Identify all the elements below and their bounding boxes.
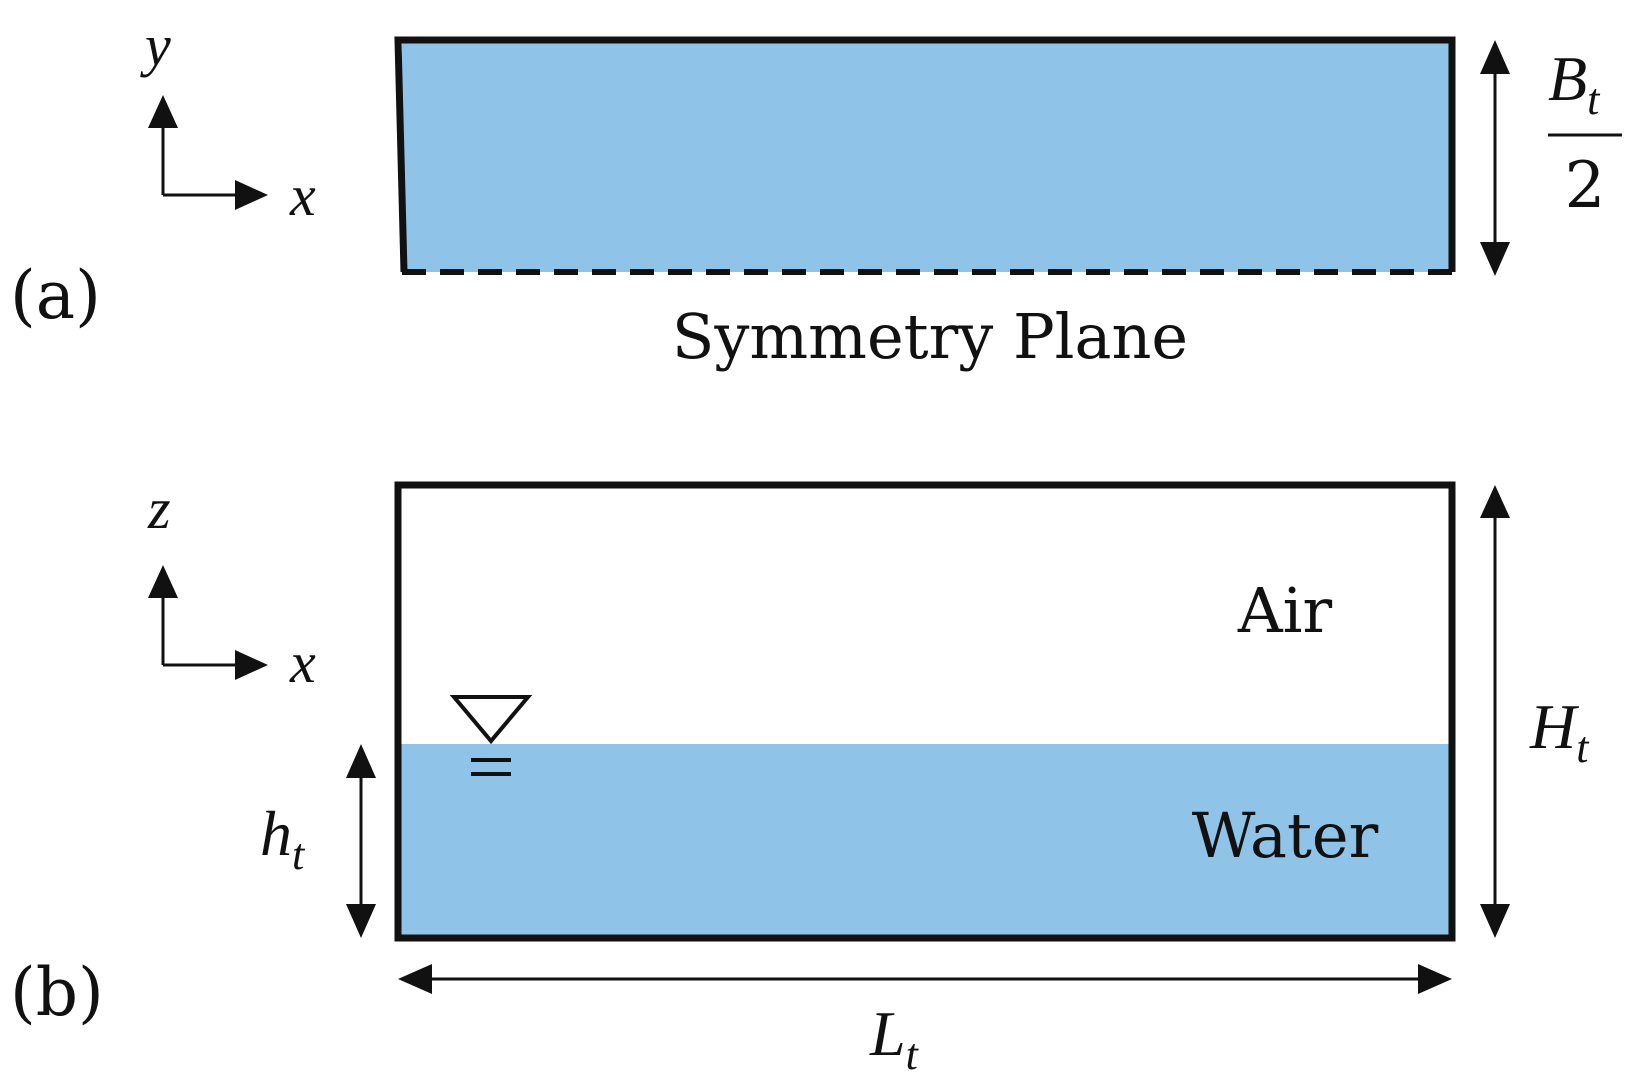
arrow-up-icon bbox=[1480, 40, 1510, 74]
arrow-down-icon bbox=[1480, 242, 1510, 276]
axis-glyph-xy: y x bbox=[140, 13, 316, 228]
arrow-up-icon bbox=[1480, 485, 1510, 518]
arrow-up-icon bbox=[346, 744, 376, 778]
arrow-up-icon bbox=[148, 95, 178, 128]
arrow-right-icon bbox=[235, 180, 268, 210]
height-dim-label: Ht bbox=[1529, 691, 1590, 772]
arrow-left-icon bbox=[398, 964, 432, 994]
free-surface-symbol bbox=[449, 695, 533, 776]
depth-subscript: t bbox=[292, 830, 306, 879]
tank-plan-outline bbox=[394, 36, 1456, 273]
length-dim-label: Lt bbox=[869, 998, 920, 1079]
length-symbol: L bbox=[869, 998, 906, 1069]
air-label: Air bbox=[1237, 574, 1333, 647]
arrow-right-icon bbox=[235, 650, 268, 680]
axis-z-label: z bbox=[147, 476, 171, 541]
tank-side-outline bbox=[394, 481, 1456, 942]
panel-a: y x Symmetry Plane Bt 2 (a) bbox=[10, 13, 1622, 373]
axis-x-label: x bbox=[289, 163, 316, 228]
symmetry-plane-label: Symmetry Plane bbox=[672, 300, 1188, 373]
arrow-down-icon bbox=[1480, 904, 1510, 938]
arrow-down-icon bbox=[346, 904, 376, 938]
axis-x-label: x bbox=[289, 630, 316, 695]
width-dim-label: Bt 2 bbox=[1548, 43, 1622, 223]
width-denominator: 2 bbox=[1565, 149, 1606, 223]
svg-text:Bt: Bt bbox=[1548, 43, 1601, 124]
arrow-right-icon bbox=[1418, 964, 1452, 994]
length-subscript: t bbox=[906, 1030, 920, 1079]
width-subscript: t bbox=[1587, 75, 1601, 124]
panel-b-label: (b) bbox=[10, 954, 104, 1031]
axis-y-label: y bbox=[140, 13, 171, 78]
panel-a-label: (a) bbox=[10, 257, 101, 334]
height-subscript: t bbox=[1576, 723, 1590, 772]
height-symbol: H bbox=[1529, 691, 1580, 762]
depth-symbol: h bbox=[260, 798, 292, 869]
water-label: Water bbox=[1192, 799, 1379, 872]
width-symbol: B bbox=[1548, 43, 1587, 114]
axis-glyph-xz: z x bbox=[147, 476, 316, 695]
depth-dim-label: ht bbox=[260, 798, 306, 879]
arrow-up-icon bbox=[148, 565, 178, 598]
water-region bbox=[398, 744, 1452, 938]
tank-plan-water-fill bbox=[402, 40, 1452, 272]
panel-b: z x Air Water ht Ht Lt (b) bbox=[10, 476, 1590, 1079]
